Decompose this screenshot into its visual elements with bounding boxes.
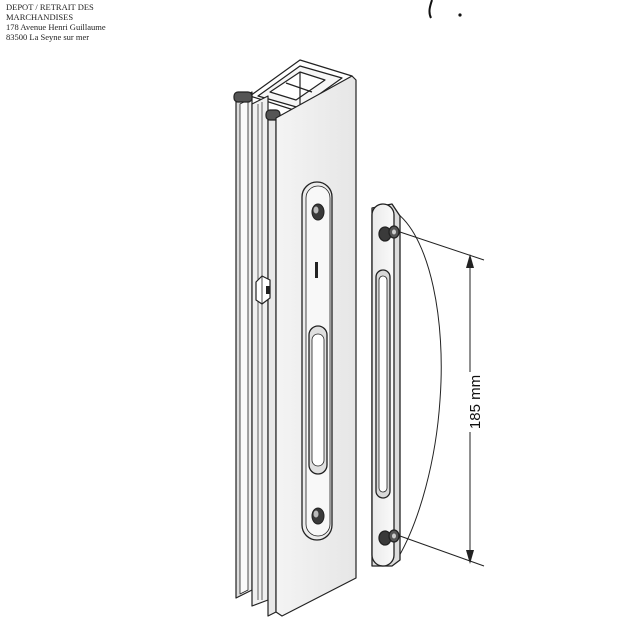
address-line-2: MARCHANDISES [6,12,74,22]
handwriting-mark [428,0,462,19]
dimension-arrow-top [466,254,474,268]
address-line-3: 178 Avenue Henri Guillaume [6,22,106,32]
address-line-1: DEPOT / RETRAIT DES [6,2,94,12]
dimension-label: 185 mm [467,375,484,429]
address-line-4: 83500 La Seyne sur mer [6,32,90,42]
address-block: DEPOT / RETRAIT DES MARCHANDISES 178 Ave… [6,2,106,42]
lock-faceplate [301,181,333,541]
door-profile [233,59,357,617]
dimension-line [399,231,485,567]
dimension-arrow-bottom [466,550,474,564]
strike-keeper [371,203,442,567]
